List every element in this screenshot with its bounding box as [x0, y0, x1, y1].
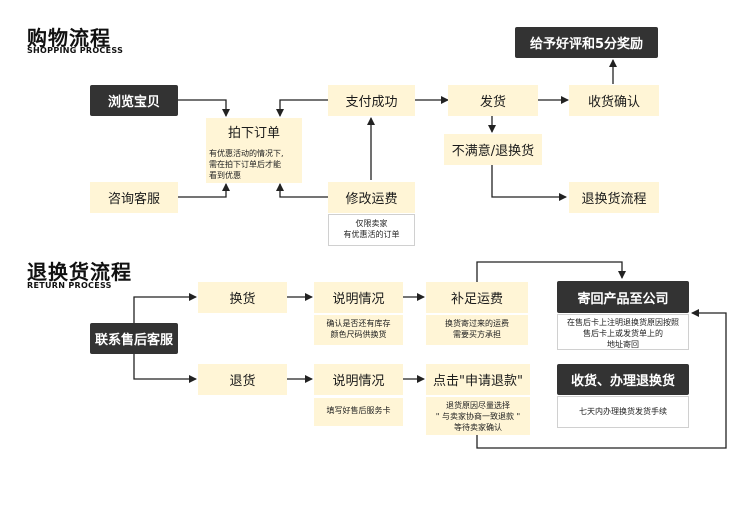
arrow-modify-order: [276, 183, 328, 198]
place-order-note: 有优惠活动的情况下, 需在拍下订单后才能 看到优惠: [206, 145, 302, 183]
send-back-note: 在售后卡上注明退换货原因按照 售后卡上或发货单上的 地址寄回: [557, 314, 689, 350]
review-reward-step: 给予好评和5分奖励: [515, 27, 658, 58]
receive-process-step: 收货、办理退换货: [557, 364, 689, 395]
place-order-step: 拍下订单: [206, 118, 302, 145]
explain-exchange-note: 确认是否还有库存 颜色尺码供换货: [314, 315, 403, 345]
consult-service-step: 咨询客服: [90, 182, 178, 213]
shipping-fee-note: 换货寄过来的运费 需要买方承担: [426, 315, 528, 345]
explain-exchange-step: 说明情况: [314, 282, 403, 313]
confirm-receipt-step: 收货确认: [569, 85, 659, 116]
ship-step: 发货: [448, 85, 538, 116]
receive-process-note: 七天内办理换货发货手续: [557, 396, 689, 428]
explain-refund-note: 填写好售后服务卡: [314, 398, 403, 426]
modify-shipping-step: 修改运费: [328, 182, 415, 213]
shopping-subtitle: SHOPPING PROCESS: [27, 46, 124, 55]
arrow-consult-order: [178, 183, 230, 198]
apply-refund-note: 退货原因尽量选择 " 与卖家协商一致退款 " 等待卖家确认: [426, 397, 530, 435]
shipping-fee-step: 补足运费: [426, 282, 528, 313]
arrow-apply-sendback: [476, 309, 727, 449]
unsatisfied-return-step: 不满意/退换货: [444, 134, 542, 165]
explain-refund-step: 说明情况: [314, 364, 403, 395]
browse-products-step: 浏览宝贝: [90, 85, 178, 116]
modify-shipping-note: 仅限卖家 有优惠活的订单: [328, 214, 415, 246]
arrow-browse-order: [178, 99, 230, 117]
arrow-fee-sendback: [476, 261, 626, 282]
arrow-unsatisfied-returnflow: [491, 165, 567, 201]
return-flow-step: 退换货流程: [569, 182, 659, 213]
refund-step: 退货: [198, 364, 287, 395]
shopping-title: 购物流程: [27, 26, 111, 50]
send-back-step: 寄回产品至公司: [557, 281, 689, 313]
exchange-step: 换货: [198, 282, 287, 313]
payment-success-step: 支付成功: [328, 85, 415, 116]
return-title: 退换货流程: [27, 260, 132, 284]
contact-aftersales-step: 联系售后客服: [90, 323, 178, 354]
apply-refund-step: 点击"申请退款": [426, 364, 530, 395]
return-subtitle: RETURN PROCESS: [27, 281, 112, 290]
arrow-pay-order: [276, 99, 328, 117]
